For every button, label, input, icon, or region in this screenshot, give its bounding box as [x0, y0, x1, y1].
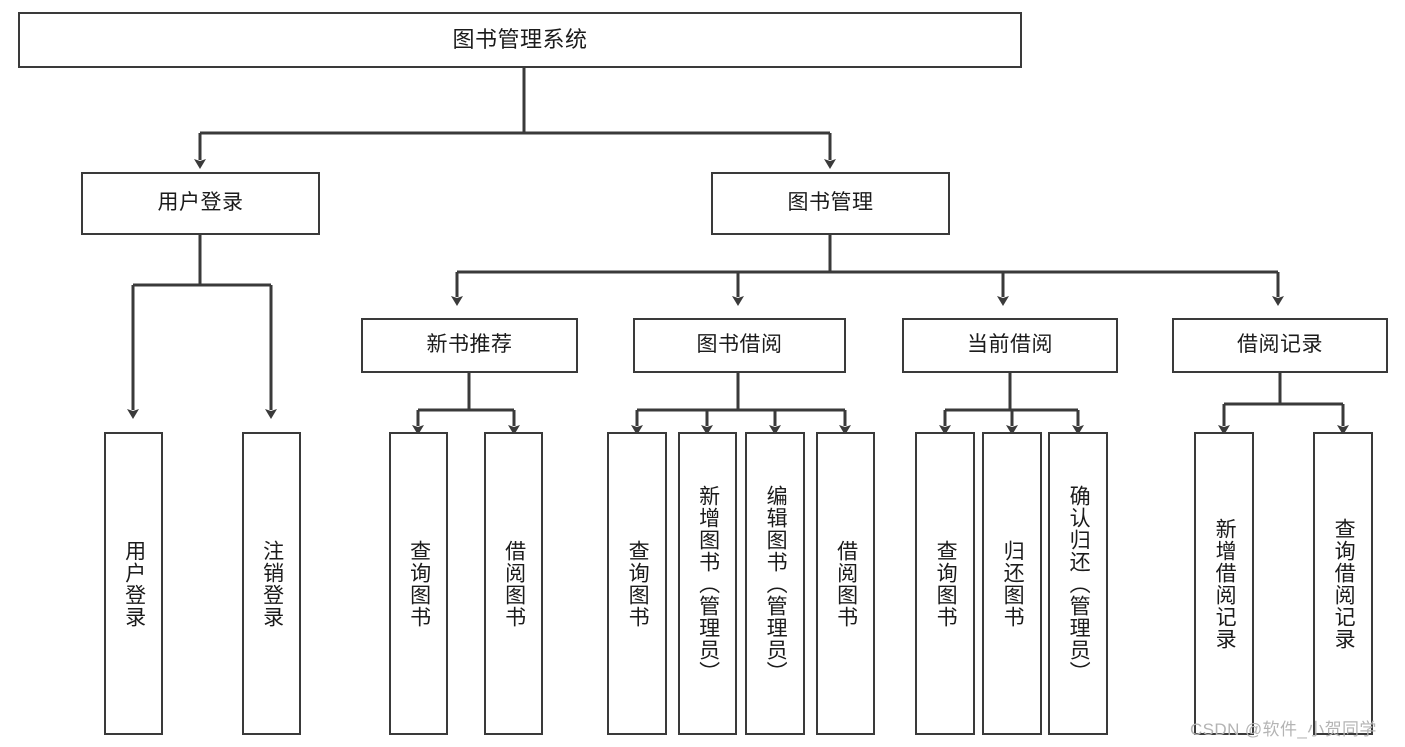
node-label: 当前借阅 — [967, 333, 1053, 357]
leaf-confirm-return-admin[interactable]: 确认归还（管理员） — [1048, 432, 1108, 735]
leaf-borrow-book-recommend[interactable]: 借阅图书 — [484, 432, 543, 735]
node-label: 借阅图书 — [502, 539, 526, 628]
node-current-borrow[interactable]: 当前借阅 — [902, 318, 1118, 373]
leaf-query-book-borrow[interactable]: 查询图书 — [607, 432, 667, 735]
node-label: 借阅图书 — [834, 539, 858, 628]
leaf-add-borrow-record[interactable]: 新增借阅记录 — [1194, 432, 1254, 735]
node-label: 新书推荐 — [426, 333, 513, 357]
node-label: 新增借阅记录 — [1213, 517, 1237, 650]
leaf-query-book-recommend[interactable]: 查询图书 — [389, 432, 448, 735]
leaf-return-book[interactable]: 归还图书 — [982, 432, 1042, 735]
node-book-borrow[interactable]: 图书借阅 — [633, 318, 846, 373]
node-book-management[interactable]: 图书管理 — [711, 172, 950, 235]
node-label: 图书借阅 — [696, 333, 783, 357]
node-label: 用户登录 — [122, 539, 146, 628]
node-label: 归还图书 — [1001, 539, 1025, 628]
node-label: 确认归还（管理员） — [1067, 484, 1091, 683]
leaf-query-book-current[interactable]: 查询图书 — [915, 432, 975, 735]
node-new-book-recommend[interactable]: 新书推荐 — [361, 318, 578, 373]
node-label: 查询图书 — [407, 539, 431, 628]
node-label: 查询借阅记录 — [1332, 517, 1356, 650]
leaf-add-book-admin[interactable]: 新增图书（管理员） — [678, 432, 737, 735]
node-label: 注销登录 — [260, 539, 284, 628]
leaf-borrow-book[interactable]: 借阅图书 — [816, 432, 875, 735]
leaf-logout-login[interactable]: 注销登录 — [242, 432, 301, 735]
node-label: 图书管理系统 — [452, 27, 588, 53]
node-label: 图书管理 — [787, 191, 874, 215]
leaf-query-borrow-record[interactable]: 查询借阅记录 — [1313, 432, 1373, 735]
node-borrow-record[interactable]: 借阅记录 — [1172, 318, 1388, 373]
csdn-watermark: CSDN @软件_小贺同学 — [1190, 720, 1377, 739]
node-label: 借阅记录 — [1237, 333, 1323, 357]
leaf-user-login[interactable]: 用户登录 — [104, 432, 163, 735]
node-label: 新增图书（管理员） — [696, 484, 720, 683]
node-user-login[interactable]: 用户登录 — [81, 172, 320, 235]
leaf-edit-book-admin[interactable]: 编辑图书（管理员） — [745, 432, 805, 735]
node-label: 查询图书 — [626, 539, 650, 628]
node-label: 编辑图书（管理员） — [764, 484, 788, 683]
node-root-book-management-system[interactable]: 图书管理系统 — [18, 12, 1022, 68]
node-label: 查询图书 — [934, 539, 958, 628]
node-label: 用户登录 — [157, 191, 244, 215]
